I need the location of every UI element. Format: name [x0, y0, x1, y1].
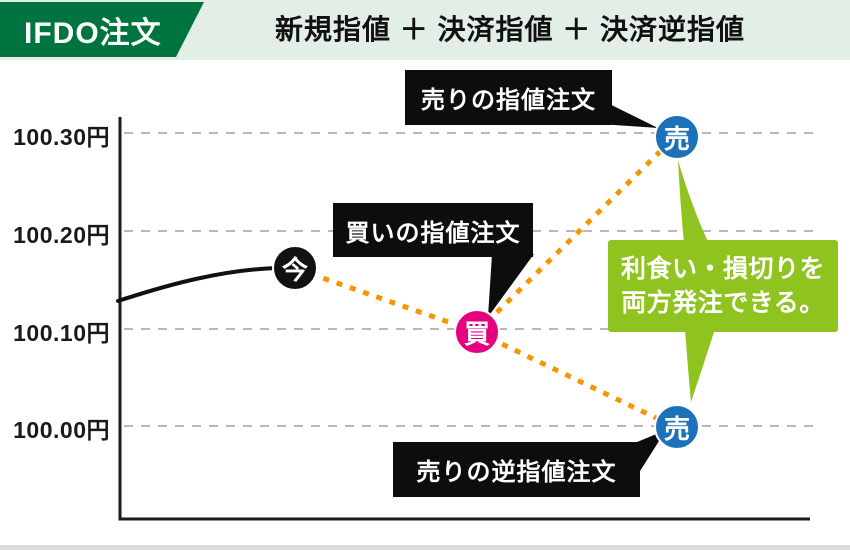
y-axis-label-100-20: 100.20円 [13, 222, 110, 248]
bubble-sell-limit-order: 売りの指値注文 [405, 70, 612, 125]
bubble-buy-limit-order: 買いの指値注文 [333, 203, 533, 257]
bottom-border [0, 545, 850, 550]
axes [118, 117, 810, 521]
marker-sell-limit-label: 売 [663, 123, 690, 154]
marker-buy-circle [454, 309, 500, 355]
marker-now-label: 今 [281, 254, 308, 285]
marker-sell-limit-circle [654, 114, 700, 160]
order-path-now-to-buy [296, 266, 478, 335]
marker-buy-label: 買 [463, 318, 490, 349]
y-axis-label-100-10: 100.10円 [13, 320, 110, 346]
marker-sell-stop-circle [654, 404, 700, 450]
note-line2: 両方発注できる。 [621, 289, 825, 317]
bubble-tail-buy-limit [488, 254, 534, 317]
note-callout: 利食い・損切りを 両方発注できる。 [608, 240, 838, 332]
order-type-badge: IFDO注文 [0, 2, 204, 57]
order-path-buy-to-sell-limit [475, 114, 698, 334]
header-title: 新規指値 ＋ 決済指値 ＋ 決済逆指値 [274, 14, 746, 45]
note-tail-down [685, 329, 715, 402]
order-type-badge-label: IFDO注文 [24, 16, 162, 50]
order-paths [296, 114, 706, 444]
note-line1: 利食い・損切りを [620, 254, 825, 283]
marker-sell-stop-label: 売 [663, 413, 690, 444]
header: IFDO注文 新規指値 ＋ 決済指値 ＋ 決済逆指値 [0, 0, 850, 60]
y-axis-label-100-00: 100.00円 [13, 417, 110, 443]
y-axis-label-100-30: 100.30円 [13, 124, 110, 150]
bubble-sell-stop-order: 売りの逆指値注文 [393, 442, 640, 497]
marker-now-circle [272, 245, 318, 291]
note-tail-up [678, 160, 709, 244]
price-curve [116, 266, 278, 303]
